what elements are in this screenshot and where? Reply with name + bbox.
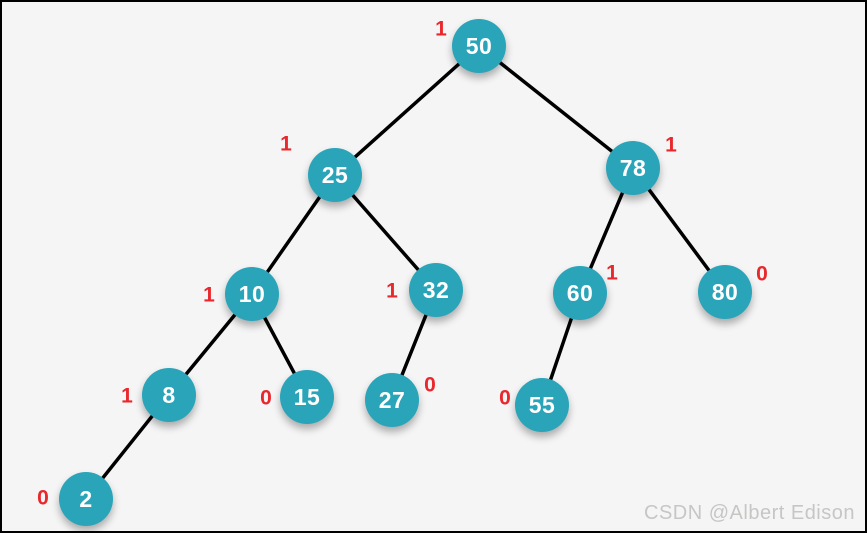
node-flag-55: 0 xyxy=(499,386,511,410)
tree-node-15: 15 xyxy=(280,370,334,424)
node-flag-50: 1 xyxy=(435,17,447,41)
tree-node-80: 80 xyxy=(698,265,752,319)
tree-node-50: 50 xyxy=(452,19,506,73)
tree-node-25: 25 xyxy=(308,148,362,202)
node-flag-25: 1 xyxy=(280,132,292,156)
tree-node-8: 8 xyxy=(142,368,196,422)
tree-node-55: 55 xyxy=(515,378,569,432)
node-flag-80: 0 xyxy=(756,262,768,286)
node-flag-15: 0 xyxy=(260,386,272,410)
tree-node-32: 32 xyxy=(409,263,463,317)
tree-node-10: 10 xyxy=(225,267,279,321)
tree-edge-50-25 xyxy=(333,44,481,177)
node-flag-60: 1 xyxy=(606,261,618,285)
watermark: CSDN @Albert Edison xyxy=(644,502,855,524)
node-flag-27: 0 xyxy=(424,373,436,397)
node-flag-32: 1 xyxy=(386,279,398,303)
tree-node-78: 78 xyxy=(606,141,660,195)
node-flag-8: 1 xyxy=(121,384,133,408)
tree-node-2: 2 xyxy=(59,472,113,526)
node-flag-10: 1 xyxy=(203,283,215,307)
node-flag-78: 1 xyxy=(665,133,677,157)
tree-edge-50-78 xyxy=(477,44,635,170)
tree-node-27: 27 xyxy=(365,373,419,427)
node-flag-2: 0 xyxy=(37,486,49,510)
tree-node-60: 60 xyxy=(553,266,607,320)
